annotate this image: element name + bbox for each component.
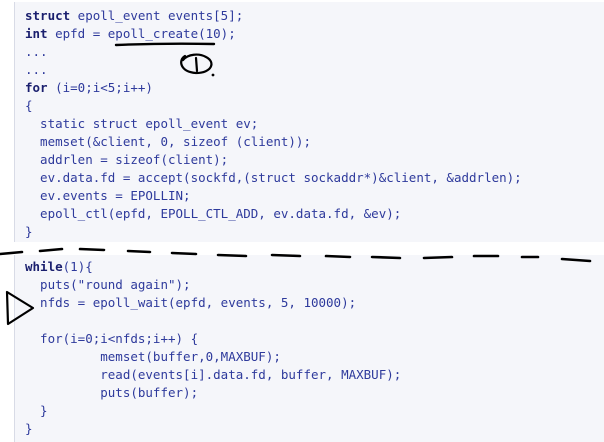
code-text: epoll_event events[5]; bbox=[70, 8, 244, 23]
code-line: memset(&client, 0, sizeof (client)); bbox=[25, 134, 311, 150]
code-line: puts(buffer); bbox=[25, 385, 198, 401]
code-line: puts("round again"); bbox=[25, 277, 191, 293]
code-text: (1){ bbox=[62, 259, 93, 274]
code-line: read(events[i].data.fd, buffer, MAXBUF); bbox=[25, 367, 401, 383]
code-text: read(events[i].data.fd, buffer, MAXBUF); bbox=[25, 367, 402, 382]
code-text: nfds = epoll_wait(epfd, events, 5, 10000… bbox=[25, 295, 357, 310]
code-text: { bbox=[25, 98, 33, 113]
code-line: { bbox=[25, 98, 33, 114]
code-text: puts(buffer); bbox=[25, 385, 199, 400]
code-text: (i=0;i<5;i++) bbox=[47, 80, 153, 95]
code-line: while(1){ bbox=[25, 259, 93, 275]
code-text: ev.events = EPOLLIN; bbox=[25, 188, 191, 203]
code-block-event-loop: while(1){ puts("round again"); nfds = ep… bbox=[14, 255, 604, 442]
code-line: } bbox=[25, 403, 48, 419]
code-line: static struct epoll_event ev; bbox=[25, 116, 258, 132]
code-block-setup: struct epoll_event events[5]; int epfd = … bbox=[14, 2, 604, 242]
code-text: ... bbox=[25, 44, 48, 59]
code-text: static struct epoll_event ev; bbox=[25, 116, 259, 131]
code-line: int epfd = epoll_create(10); bbox=[25, 26, 236, 42]
code-text: } bbox=[25, 224, 33, 239]
code-text: } bbox=[25, 421, 33, 436]
code-text: } bbox=[25, 403, 48, 418]
code-line: for (i=0;i<5;i++) bbox=[25, 80, 153, 96]
code-line: struct epoll_event events[5]; bbox=[25, 8, 243, 24]
code-line: } bbox=[25, 224, 33, 240]
code-line: nfds = epoll_wait(epfd, events, 5, 10000… bbox=[25, 295, 356, 311]
code-text: ... bbox=[25, 62, 48, 77]
code-text: ev.data.fd = accept(sockfd,(struct socka… bbox=[25, 170, 522, 185]
code-line: ... bbox=[25, 62, 48, 78]
code-keyword: struct bbox=[25, 8, 71, 23]
code-line: epoll_ctl(epfd, EPOLL_CTL_ADD, ev.data.f… bbox=[25, 206, 401, 222]
code-text: for(i=0;i<nfds;i++) { bbox=[25, 331, 199, 346]
code-text: epoll_ctl(epfd, EPOLL_CTL_ADD, ev.data.f… bbox=[25, 206, 402, 221]
code-line: ... bbox=[25, 44, 48, 60]
code-keyword: for bbox=[25, 80, 48, 95]
code-line: ev.data.fd = accept(sockfd,(struct socka… bbox=[25, 170, 522, 186]
code-line: } bbox=[25, 421, 33, 437]
code-line: ev.events = EPOLLIN; bbox=[25, 188, 191, 204]
code-text: memset(buffer,0,MAXBUF); bbox=[25, 349, 281, 364]
code-line: addrlen = sizeof(client); bbox=[25, 152, 228, 168]
code-keyword: while bbox=[25, 259, 63, 274]
code-line: memset(buffer,0,MAXBUF); bbox=[25, 349, 281, 365]
code-text: addrlen = sizeof(client); bbox=[25, 152, 229, 167]
code-text: memset(&client, 0, sizeof (client)); bbox=[25, 134, 311, 149]
code-text: epfd = epoll_create(10); bbox=[47, 26, 236, 41]
code-text: puts("round again"); bbox=[25, 277, 191, 292]
code-line: for(i=0;i<nfds;i++) { bbox=[25, 331, 198, 347]
code-keyword: int bbox=[25, 26, 48, 41]
